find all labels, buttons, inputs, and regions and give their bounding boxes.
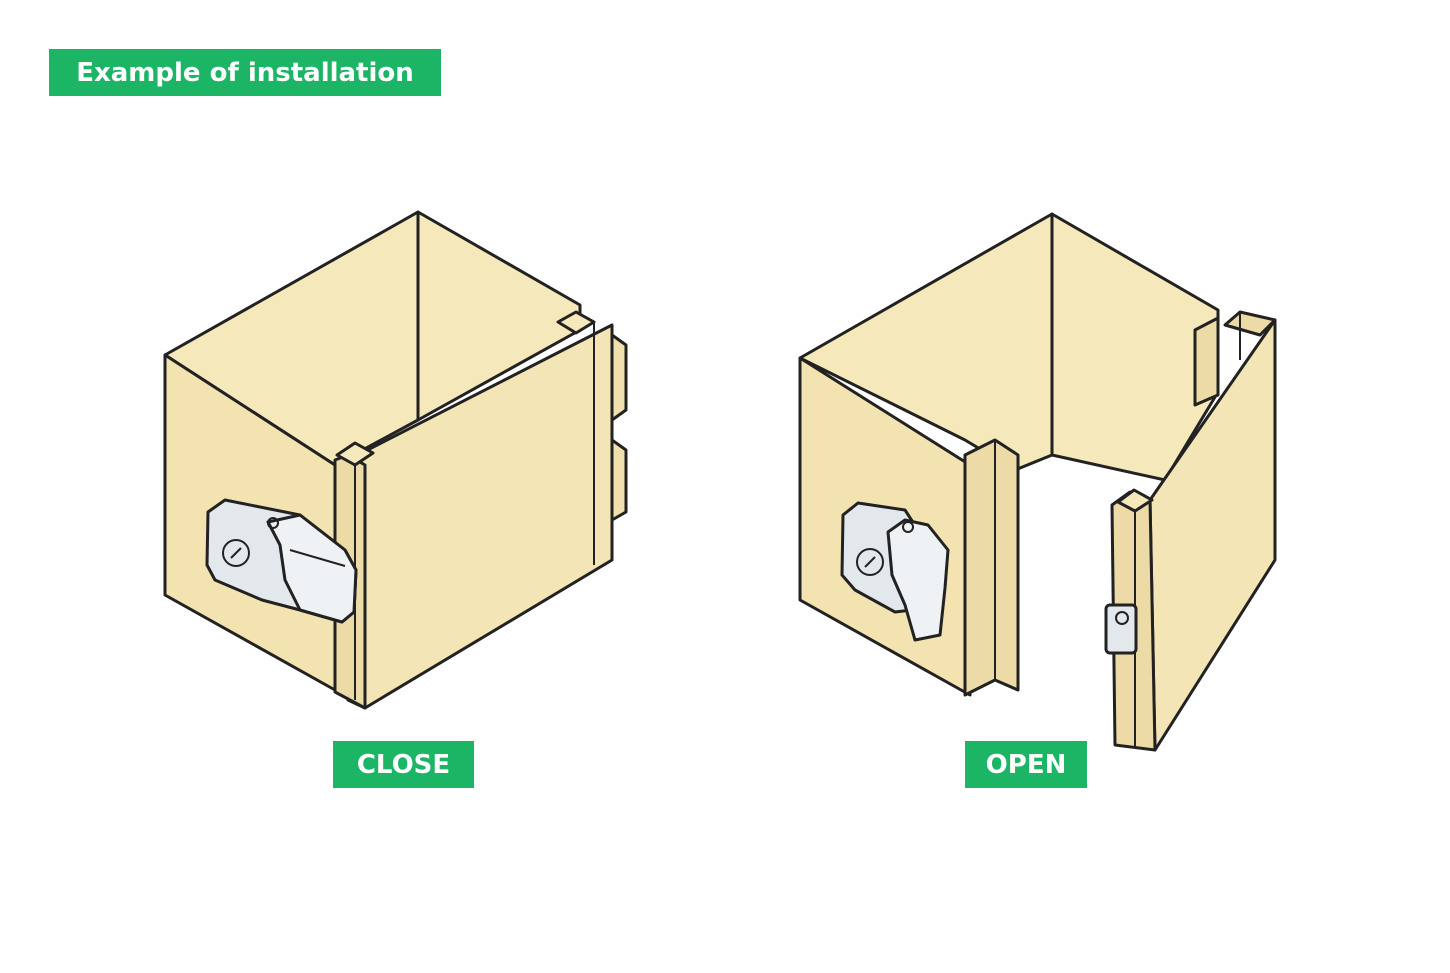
open-back-post xyxy=(1193,316,1220,407)
closed-enclosure xyxy=(163,210,628,710)
closed-latch-rivet xyxy=(267,517,279,529)
close-label: CLOSE xyxy=(356,749,451,780)
closed-lock-slot xyxy=(230,547,242,559)
closed-latch-line xyxy=(289,549,346,567)
closed-latch-handle xyxy=(266,513,358,624)
striker-hole xyxy=(1115,611,1129,625)
title-badge: Example of installation xyxy=(49,49,441,96)
closed-latch xyxy=(205,498,358,624)
open-fixed-flange xyxy=(963,438,1020,697)
open-enclosure xyxy=(798,212,1277,752)
open-label: OPEN xyxy=(985,749,1067,780)
open-back-right-panel xyxy=(1050,212,1220,482)
closed-hinge-lower xyxy=(610,438,628,522)
closed-lock-icon xyxy=(222,539,250,567)
close-badge: CLOSE xyxy=(333,741,474,788)
closed-hinge-upper xyxy=(610,333,628,422)
open-latch xyxy=(840,501,1138,655)
closed-post-top-front xyxy=(335,441,375,467)
title-text: Example of installation xyxy=(76,57,414,88)
open-badge: OPEN xyxy=(965,741,1087,788)
open-latch-handle xyxy=(886,518,950,642)
open-door-post-top xyxy=(1116,488,1154,513)
open-latch-rivet xyxy=(902,521,914,533)
open-lock-slot xyxy=(864,556,876,568)
open-door-top-edge xyxy=(1223,310,1277,337)
open-lock-icon xyxy=(856,548,884,576)
open-back-left-panel xyxy=(798,212,1054,472)
